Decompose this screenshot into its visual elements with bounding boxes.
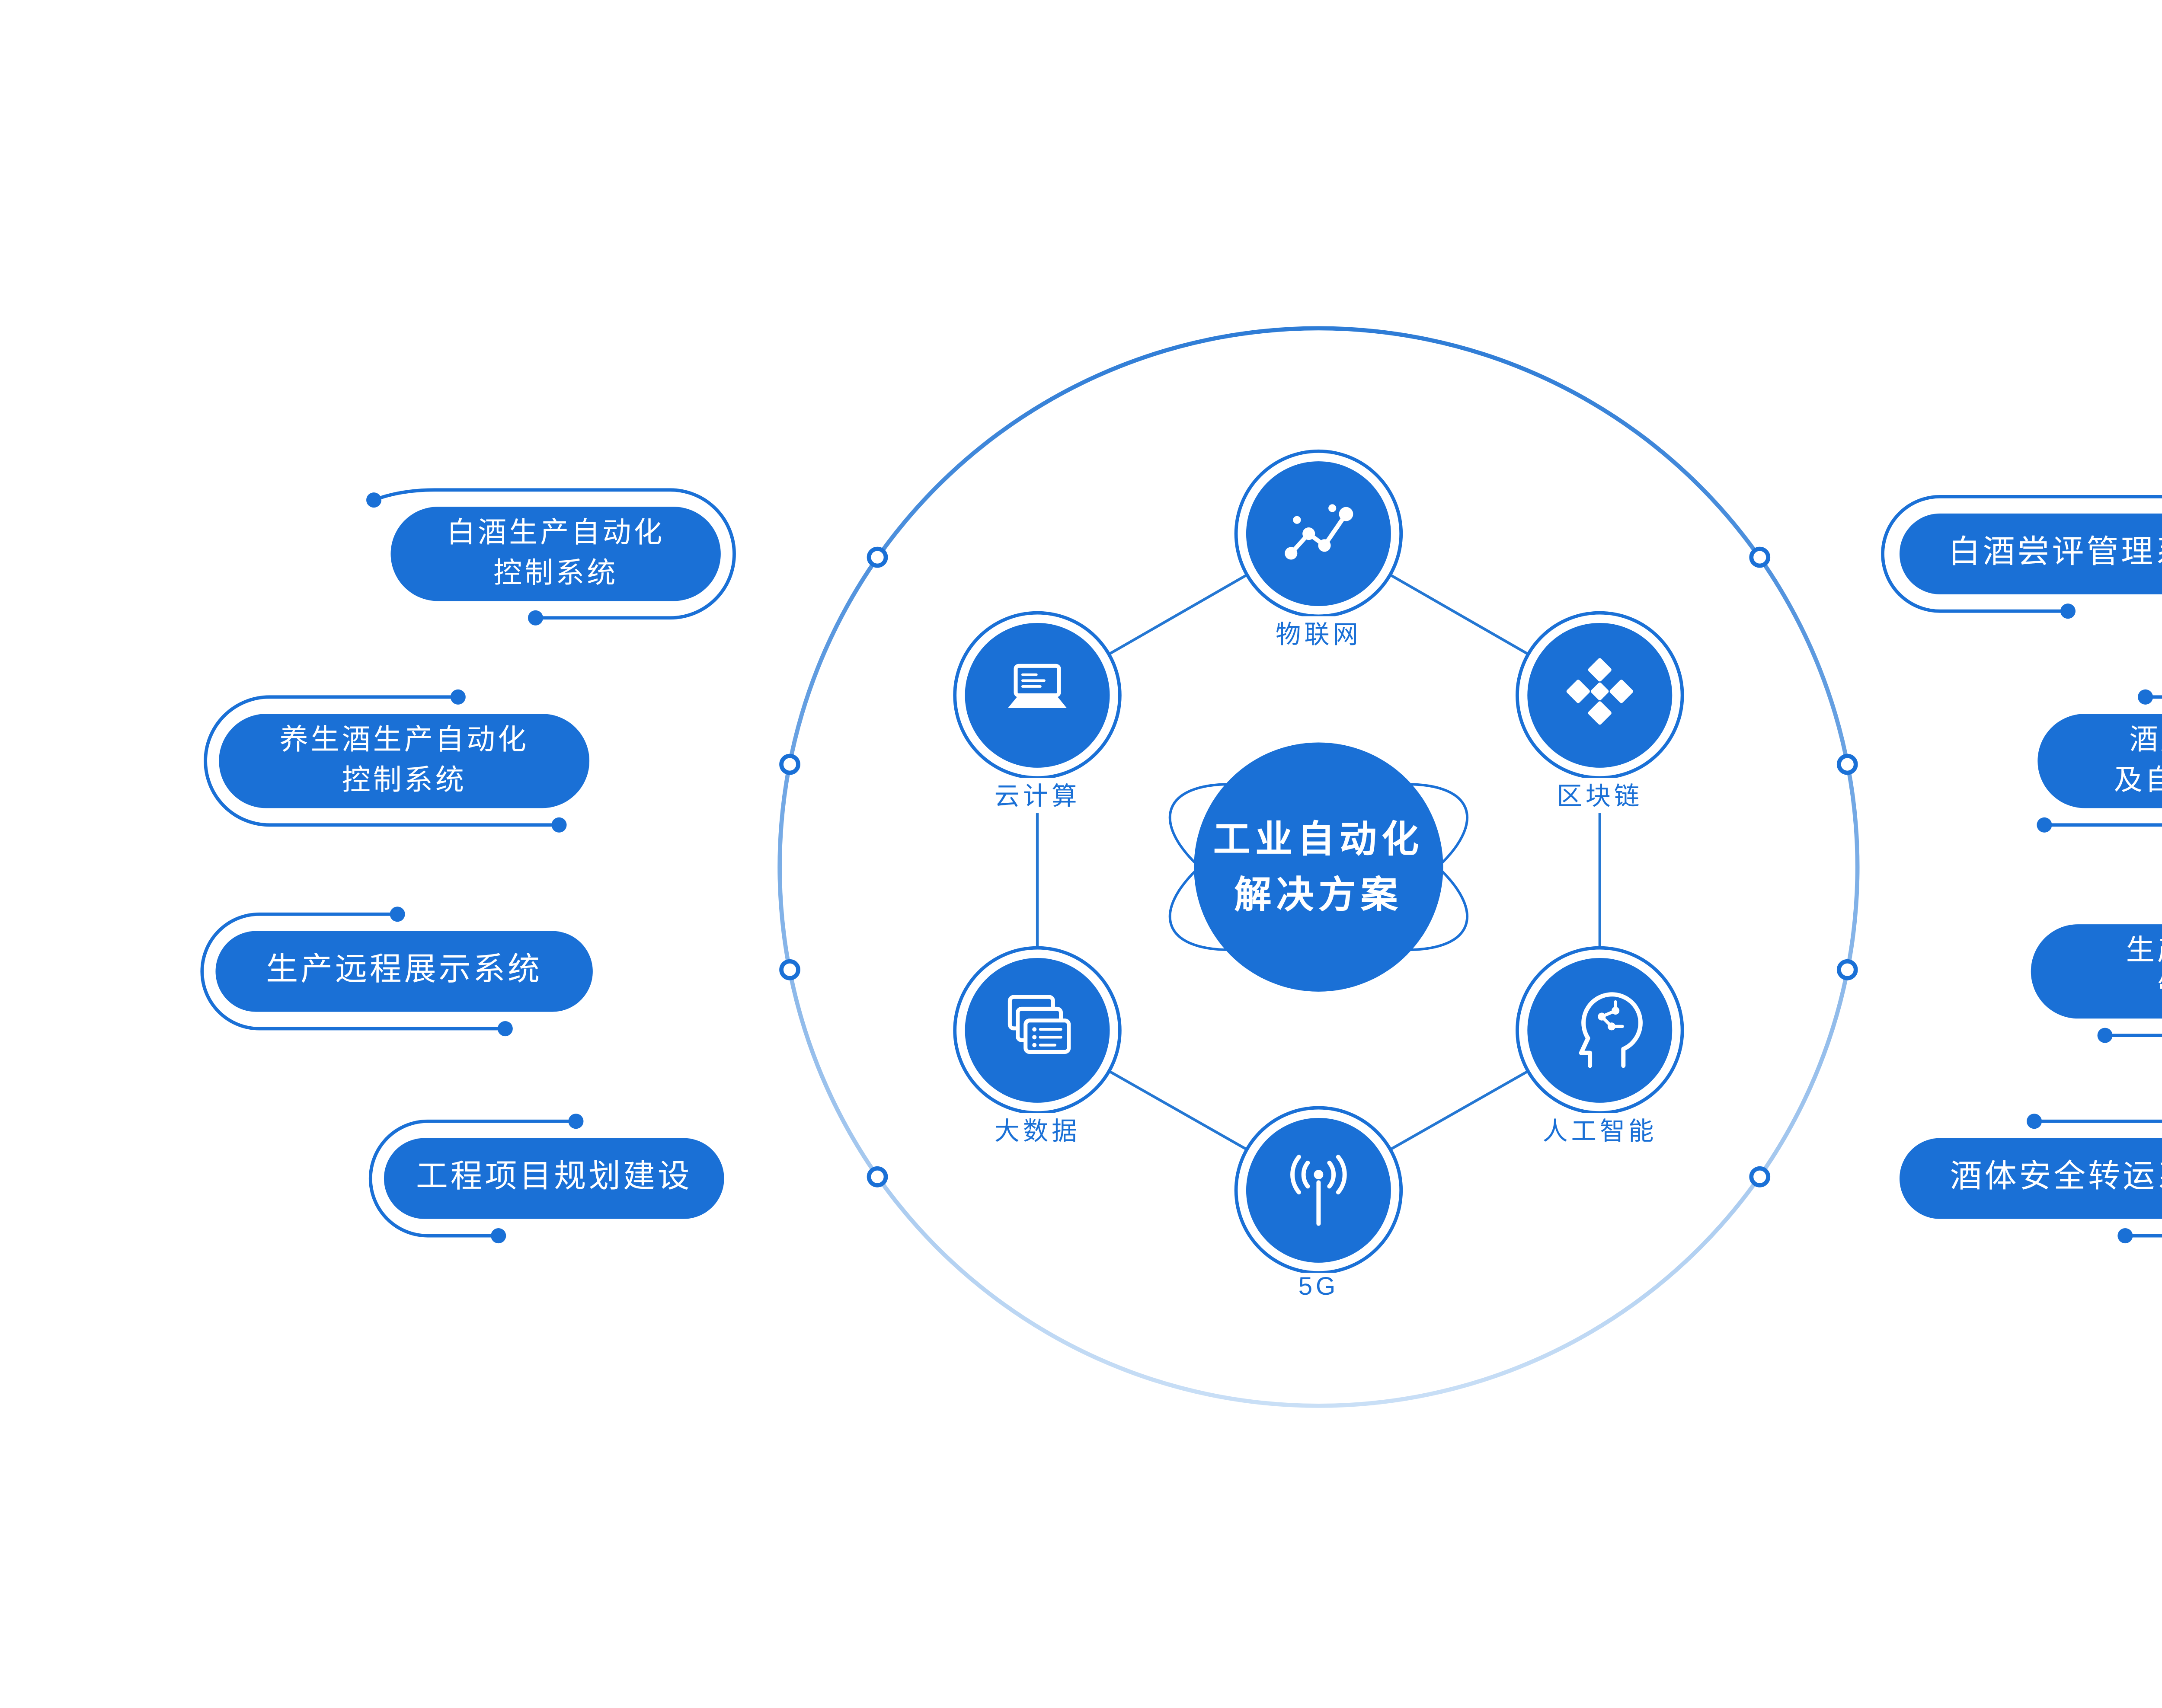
pill-line: 及自动预警系统	[2114, 764, 2162, 797]
center-title-line1: 工业自动化	[1213, 818, 1424, 861]
node-label-5g: 5G	[1292, 1273, 1346, 1302]
node-blockchain: 区块链	[1516, 611, 1684, 814]
block-cluster-icon	[1527, 623, 1673, 768]
pill-remote-display-system: 生产远程展示系统	[215, 931, 593, 1012]
node-label-bigdata: 大数据	[988, 1113, 1087, 1149]
node-cloud: 云计算	[953, 611, 1122, 814]
laptop-icon	[965, 623, 1110, 768]
center-hub: 工业自动化 解决方案	[1194, 742, 1443, 992]
pill-health-wine-automation: 养生酒生产自动化 控制系统	[219, 714, 590, 808]
antenna-signal-icon	[1246, 1117, 1391, 1263]
pill-production-base-info: 生产基础信息 管理系统	[2031, 924, 2162, 1019]
node-ai: 人工智能	[1516, 946, 1684, 1149]
pill-baijiu-production-automation: 白酒生产自动化 控制系统	[390, 507, 721, 601]
node-label-blockchain: 区块链	[1550, 778, 1650, 814]
pill-line: 酒体安全转运系统	[1950, 1159, 2162, 1195]
network-nodes-icon	[1246, 461, 1391, 607]
pill-wine-safe-transfer: 酒体安全转运系统	[1899, 1138, 2162, 1219]
pill-line: 生产远程展示系统	[266, 952, 543, 988]
pill-swoosh-dots	[366, 492, 2153, 1244]
node-bigdata: 大数据	[953, 946, 1122, 1149]
pill-line: 控制系统	[342, 764, 467, 797]
stacked-documents-icon	[965, 958, 1110, 1103]
node-label-ai: 人工智能	[1535, 1113, 1664, 1149]
center-title-line2: 解决方案	[1234, 874, 1403, 916]
node-iot: 物联网	[1234, 449, 1403, 652]
pill-swooshes	[200, 488, 2162, 1238]
pill-line: 白酒生产自动化	[447, 517, 665, 549]
outer-ring	[777, 326, 1860, 1408]
node-label-cloud: 云计算	[988, 778, 1087, 814]
pill-engineering-project-planning: 工程项目规划建设	[384, 1138, 724, 1219]
pill-line: 生产基础信息	[2126, 935, 2162, 967]
pill-cellar-metering-warning: 酒库动态计量 及自动预警系统	[2037, 714, 2162, 808]
pill-line: 酒库动态计量	[2129, 724, 2162, 757]
pill-line: 管理系统	[2157, 971, 2162, 1012]
node-label-iot: 物联网	[1269, 616, 1369, 652]
pill-line: 白酒尝评管理系统	[1948, 535, 2162, 571]
pill-tasting-evaluation-system: 白酒尝评管理系统	[1899, 513, 2162, 594]
pill-line: 控制系统	[493, 557, 618, 590]
pill-line: 养生酒生产自动化	[279, 724, 529, 757]
head-brain-icon	[1527, 958, 1673, 1103]
pill-line: 工程项目规划建设	[416, 1159, 692, 1195]
node-5g: 5G	[1234, 1106, 1403, 1302]
outer-ring-dots	[779, 546, 1858, 1188]
